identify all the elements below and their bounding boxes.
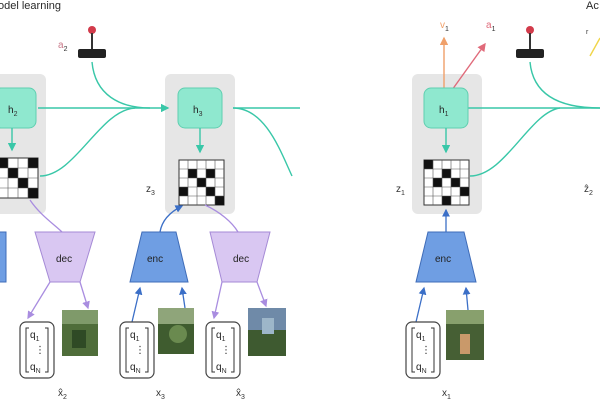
z1-subscript: 1 bbox=[401, 190, 405, 197]
dec-right-vec-arrow bbox=[211, 281, 223, 320]
h3-out-flow-lower bbox=[232, 107, 293, 177]
edge-arrow-partial bbox=[589, 37, 600, 57]
svg-text:⋮: ⋮ bbox=[35, 345, 45, 356]
image-x1 bbox=[446, 310, 484, 360]
vec-top-x2hat: q bbox=[30, 330, 36, 341]
vector-box-x3hat: q1 ⋮ qN bbox=[205, 321, 241, 379]
vec-to-enc-arrow bbox=[131, 286, 143, 323]
svg-text:v1: v1 bbox=[440, 20, 449, 33]
svg-text:⋮: ⋮ bbox=[221, 345, 231, 356]
svg-text:z3: z3 bbox=[146, 184, 155, 197]
vector-box-x3: q1 ⋮ qN bbox=[119, 321, 155, 379]
dec-right-img-arrow bbox=[256, 281, 268, 308]
joystick-icon-right bbox=[516, 26, 544, 58]
x1-label: x bbox=[442, 388, 447, 399]
h1-label: h bbox=[439, 105, 445, 116]
z2hat-label: ẑ bbox=[584, 184, 589, 195]
decoder-right-label: dec bbox=[233, 254, 249, 265]
vec-bottom-x3hat: q bbox=[216, 362, 222, 373]
x2hat-label: x̂ bbox=[58, 387, 63, 399]
action-label: a bbox=[58, 40, 64, 51]
svg-text:⋮: ⋮ bbox=[421, 345, 431, 356]
left-panel-title: odel learning bbox=[0, 0, 61, 12]
vec-top-x1: q bbox=[416, 330, 422, 341]
edge-encoder-partial bbox=[0, 231, 7, 283]
dec-left-vec-arrow bbox=[27, 281, 51, 320]
vec-to-enc-right-arrow bbox=[415, 286, 427, 323]
enc-to-z3-arrow bbox=[159, 205, 184, 233]
action-arrow bbox=[451, 42, 486, 91]
h2-subscript: 2 bbox=[14, 111, 18, 118]
z2-to-dec-line bbox=[29, 199, 63, 233]
svg-text:q1: q1 bbox=[416, 330, 426, 343]
svg-text:qN: qN bbox=[216, 362, 227, 375]
right-panel-title: Ac bbox=[586, 0, 599, 12]
encoder-middle bbox=[129, 231, 189, 283]
vector-box-x1: q1 ⋮ qN bbox=[405, 321, 441, 379]
h1-state-box bbox=[423, 87, 469, 129]
svg-text:x̂3: x̂3 bbox=[236, 387, 245, 400]
image-x3hat bbox=[248, 308, 286, 356]
z3-to-dec-line bbox=[204, 204, 239, 233]
encoder-right bbox=[415, 231, 477, 283]
h1-subscript: 1 bbox=[445, 111, 449, 118]
vector-box-x2hat: q1 ⋮ qN bbox=[19, 321, 55, 379]
z2-latent-grid bbox=[0, 157, 39, 199]
z3-latent-grid bbox=[178, 159, 225, 206]
x3-label: x bbox=[156, 388, 161, 399]
svg-text:x̂2: x̂2 bbox=[58, 387, 67, 400]
img-to-enc-arrow bbox=[179, 286, 187, 309]
svg-text:q1: q1 bbox=[216, 330, 226, 343]
svg-text:qN: qN bbox=[30, 362, 41, 375]
z1-latent-grid bbox=[423, 159, 470, 206]
h3-state-box bbox=[177, 87, 223, 129]
decoder-left-label: dec bbox=[56, 254, 72, 265]
image-x3 bbox=[158, 308, 194, 354]
z3-label: z bbox=[146, 184, 151, 195]
action-flow-line bbox=[91, 61, 151, 109]
svg-text:⋮: ⋮ bbox=[135, 345, 145, 356]
z2-to-h3-flow bbox=[39, 107, 136, 177]
v1-label: v bbox=[440, 20, 445, 31]
h3-label: h bbox=[193, 105, 199, 116]
svg-text:z1: z1 bbox=[396, 184, 405, 197]
x3hat-label: x̂ bbox=[236, 387, 241, 399]
z1-label: z bbox=[396, 184, 401, 195]
svg-text:h1: h1 bbox=[439, 105, 449, 118]
svg-text:ẑ2: ẑ2 bbox=[584, 184, 593, 197]
image-x2hat bbox=[62, 310, 98, 356]
h2-state-box bbox=[0, 87, 37, 129]
vec-top-x3: q bbox=[130, 330, 136, 341]
encoder-middle-label: enc bbox=[147, 254, 163, 265]
joystick-icon bbox=[78, 26, 106, 58]
encoder-right-label: enc bbox=[435, 254, 451, 265]
z3-subscript: 3 bbox=[151, 190, 155, 197]
vec-bottom-x1: q bbox=[416, 362, 422, 373]
svg-text:r: r bbox=[586, 29, 589, 36]
svg-text:q1: q1 bbox=[30, 330, 40, 343]
a1-label: a bbox=[486, 20, 492, 31]
vec-bottom-x2hat: q bbox=[30, 362, 36, 373]
svg-text:h2: h2 bbox=[8, 105, 18, 118]
svg-text:qN: qN bbox=[130, 362, 141, 375]
h3-subscript: 3 bbox=[199, 111, 203, 118]
svg-text:x3: x3 bbox=[156, 388, 165, 400]
svg-text:h3: h3 bbox=[193, 105, 203, 118]
svg-text:a1: a1 bbox=[486, 20, 496, 33]
svg-text:qN: qN bbox=[416, 362, 427, 375]
svg-text:x1: x1 bbox=[442, 388, 451, 400]
dec-left-img-arrow bbox=[79, 281, 90, 310]
svg-text:a2: a2 bbox=[58, 40, 68, 53]
z1-to-next-flow bbox=[469, 107, 561, 177]
img-to-enc-right-arrow bbox=[462, 286, 471, 311]
h2-label: h bbox=[8, 105, 14, 116]
vec-top-x3hat: q bbox=[216, 330, 222, 341]
svg-text:q1: q1 bbox=[130, 330, 140, 343]
right-action-flow bbox=[529, 61, 600, 109]
action-subscript: 2 bbox=[64, 46, 68, 53]
vec-bottom-x3: q bbox=[130, 362, 136, 373]
